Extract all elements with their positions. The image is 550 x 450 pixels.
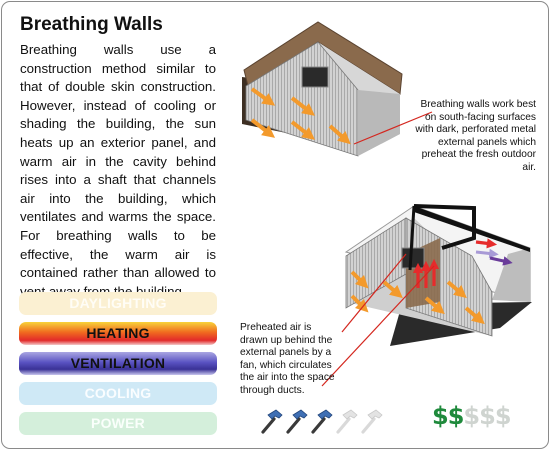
strategy-cooling: COOLING bbox=[19, 382, 217, 405]
dollar-icon: $ bbox=[463, 402, 480, 430]
rising-air-arrows bbox=[412, 238, 498, 288]
fan-vent-icon bbox=[301, 66, 329, 88]
strategy-ventilation: VENTILATION bbox=[19, 352, 217, 375]
strategy-heating: HEATING bbox=[19, 322, 217, 345]
fan-icon bbox=[401, 247, 425, 269]
shaft-edge bbox=[408, 205, 416, 271]
callout-leader-line bbox=[353, 111, 433, 145]
exterior-callout: Breathing walls work best on south-facin… bbox=[415, 99, 536, 173]
cost-rating: $$$$$ bbox=[432, 402, 511, 430]
warm-air-arrows bbox=[350, 270, 485, 325]
hammer-icon bbox=[361, 409, 383, 434]
hammer-icon bbox=[261, 409, 283, 434]
strategy-daylighting: DAYLIGHTING bbox=[19, 292, 217, 315]
supply-air-arrow bbox=[475, 248, 499, 259]
dollar-icon: $ bbox=[479, 402, 496, 430]
hammer-icon bbox=[311, 409, 333, 434]
warm-air-arrows bbox=[250, 87, 351, 145]
dollar-icon: $ bbox=[432, 402, 449, 430]
callout-leader-line bbox=[321, 265, 435, 387]
dollar-icon: $ bbox=[494, 402, 512, 430]
roof-edge bbox=[414, 206, 530, 252]
duct bbox=[413, 204, 476, 250]
hammer-icon bbox=[336, 409, 358, 434]
end-wall bbox=[358, 90, 400, 156]
ventilation-air-arrow bbox=[489, 256, 513, 266]
difficulty-rating bbox=[261, 409, 383, 434]
dollar-icon: $ bbox=[447, 402, 465, 430]
callout-leader-line bbox=[341, 253, 407, 333]
interior-building-diagram bbox=[321, 204, 532, 387]
strategy-power: POWER bbox=[19, 412, 217, 435]
interior-callout: Preheated air is drawn up behind the ext… bbox=[240, 322, 335, 396]
page-title: Breathing Walls bbox=[20, 14, 163, 35]
far-wall bbox=[492, 248, 530, 302]
exterior-building-diagram bbox=[242, 21, 433, 157]
hammer-icon bbox=[286, 409, 308, 434]
